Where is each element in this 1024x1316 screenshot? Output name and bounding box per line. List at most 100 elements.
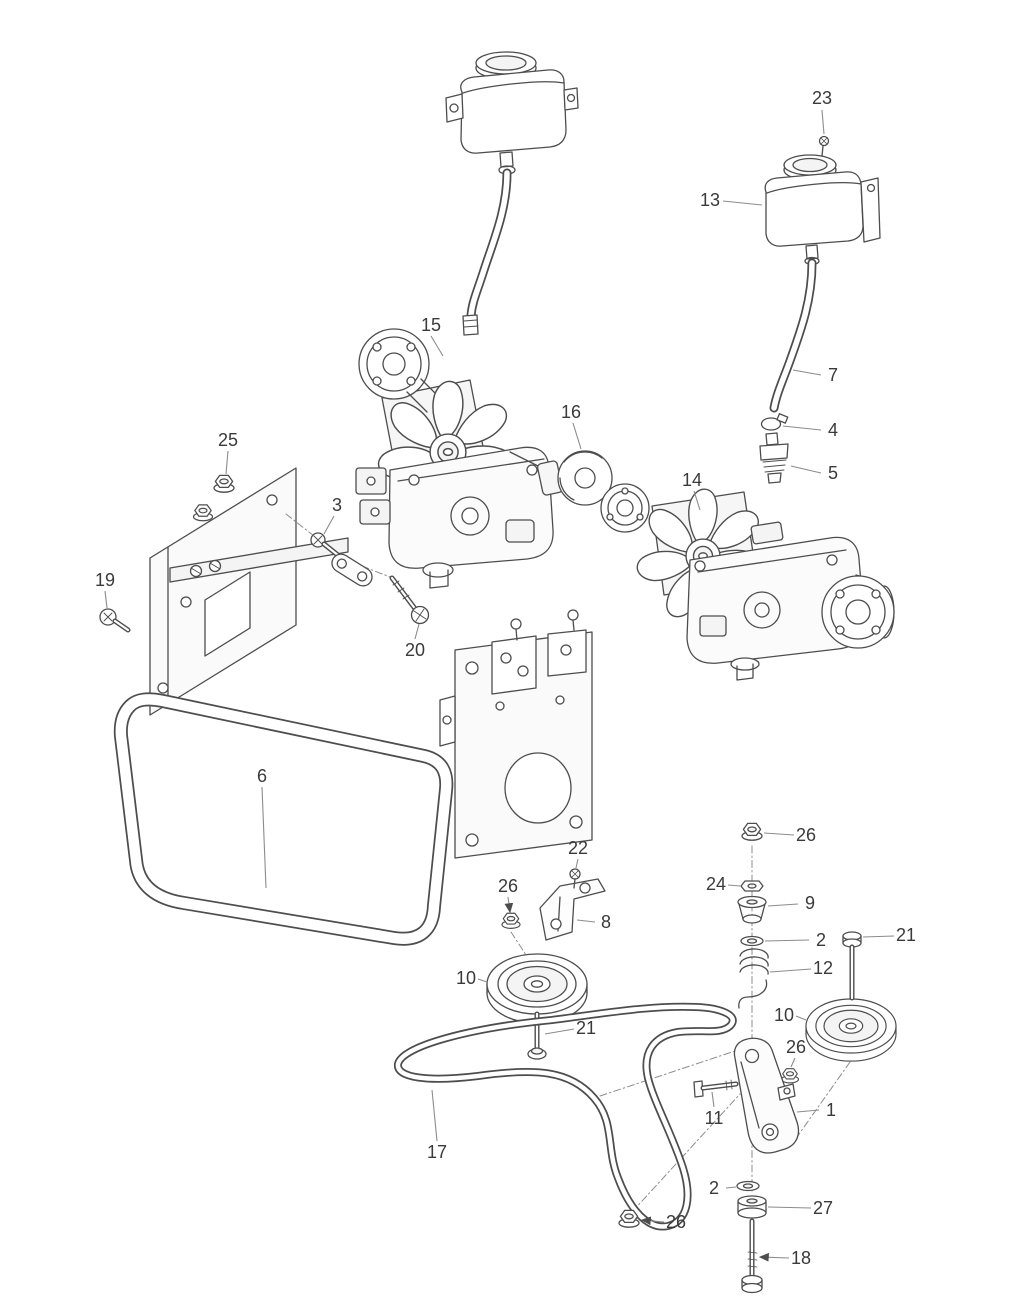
callout-21-bolt: 21 [576,1018,596,1038]
leader-line-14-7 [693,490,701,511]
callout-22-screw: 22 [568,838,588,858]
frame-left-plate [149,467,297,716]
leader-line-10-16 [477,978,488,983]
reservoir-tank-right-13 [764,154,881,266]
drive-belt-17 [394,1002,737,1231]
leader-line-26-19 [763,832,795,836]
frame-right-plate [439,609,593,859]
leader-line-11-28 [711,1091,715,1108]
leader-line-22-13 [575,858,579,869]
callout-2-washer: 2 [709,1178,719,1198]
callout-6-frame: 6 [257,766,267,786]
callout-20-bolt: 20 [405,640,425,660]
leader-line-8-15 [576,919,596,923]
leader-line-27-30 [767,1206,812,1209]
bolt-11 [693,1079,739,1098]
fitting-5 [759,432,789,484]
callout-1-idler-arm: 1 [826,1100,836,1120]
flange-nut-26-left [501,912,521,929]
callout-14-hydro-pump-right: 14 [682,470,702,490]
leader-line-26-26 [790,1057,796,1068]
callout-10-idler-pulley: 10 [456,968,476,988]
flange-nut-26-top [741,822,763,841]
bolt-19 [99,608,131,633]
callout-12-spring: 12 [813,958,833,978]
callout-25-flange-nuts: 25 [218,430,238,450]
leader-line-21-17 [544,1028,575,1035]
washer-2-lower [736,1180,760,1192]
frame-tube-6 [113,692,454,946]
callout-5-fitting: 5 [828,463,838,483]
callout-23-tank-strap-screw: 23 [812,88,832,108]
callout-13-reservoir-tank: 13 [700,190,720,210]
hose-clamp-4 [760,413,789,431]
leader-line-12-23 [769,968,812,973]
callout-26-flange-nut: 26 [498,876,518,896]
leader-line-20-11 [414,623,420,640]
hose-top [462,168,512,336]
bolt-18 [741,1218,763,1294]
callout-layer: 2313745151614253192062226810211726249212… [95,88,916,1268]
leader-line-4-3 [782,425,822,431]
leader-line-18-31 [758,1252,790,1262]
frame-cross-channel [169,537,349,583]
leader-line-3-9 [323,515,335,535]
washer-2-upper [740,935,764,947]
screw-22 [569,868,581,889]
leader-line-24-20 [727,884,741,887]
leader-line-1-27 [796,1109,820,1113]
leader-line-2-22 [764,939,810,942]
spacer-9 [737,895,767,924]
leader-line-6-12 [261,786,267,889]
callout-7-hose: 7 [828,365,838,385]
callout-18-bolt: 18 [791,1248,811,1268]
leader-line-5-4 [790,465,822,474]
callout-10-idler-pulley: 10 [774,1005,794,1025]
link-bolt-3 [310,532,373,587]
leader-line-25-8 [225,450,229,475]
pulley-ring [600,483,650,533]
callout-21-bolt: 21 [896,925,916,945]
reservoir-tank-top [445,51,579,175]
leader-line-26-14 [504,896,514,914]
leader-line-13-1 [722,200,763,206]
leader-line-17-18 [431,1089,438,1142]
spacer-27 [737,1195,767,1219]
callout-27-spacer: 27 [813,1198,833,1218]
leader-line-10-25 [795,1015,807,1021]
callout-17-drive-belt: 17 [427,1142,447,1162]
callout-11-bolt: 11 [705,1108,724,1128]
hydro-pump-right-14 [635,489,895,681]
leader-line-19-10 [104,590,108,609]
callout-4-hose-clamp: 4 [828,420,838,440]
tank-strap-screw-23 [818,135,830,157]
flange-nut-26-mid [780,1068,800,1084]
callout-16-coupler: 16 [561,402,581,422]
bolt-20 [389,575,430,625]
callout-8-bracket: 8 [601,912,611,932]
leader-line-21-24 [862,935,895,938]
leader-line-15-5 [430,335,444,357]
leader-line-26-32 [640,1216,665,1226]
leader-line-7-2 [792,369,822,376]
callout-24-washer: 24 [706,874,726,894]
callout-9-spacer: 9 [805,893,815,913]
callout-26-flange-nut: 26 [786,1037,806,1057]
callout-2-washer: 2 [816,930,826,950]
callout-26-flange-nut: 26 [796,825,816,845]
callout-3-link-bolt: 3 [332,495,342,515]
hydro-pump-left-15 [355,328,564,589]
leader-line-2-29 [725,1186,737,1189]
idler-pulley-right-10 [805,998,897,1062]
callout-26-flange-nut: 26 [666,1212,686,1232]
bolt-21-right [842,931,862,1001]
callout-15-hydro-pump-left: 15 [421,315,441,335]
leader-line-9-21 [767,903,799,907]
coupler-16 [557,450,613,506]
washer-24 [740,880,764,892]
spring-12 [738,948,769,1009]
callout-19-bolt: 19 [95,570,115,590]
bracket-8 [539,878,606,941]
